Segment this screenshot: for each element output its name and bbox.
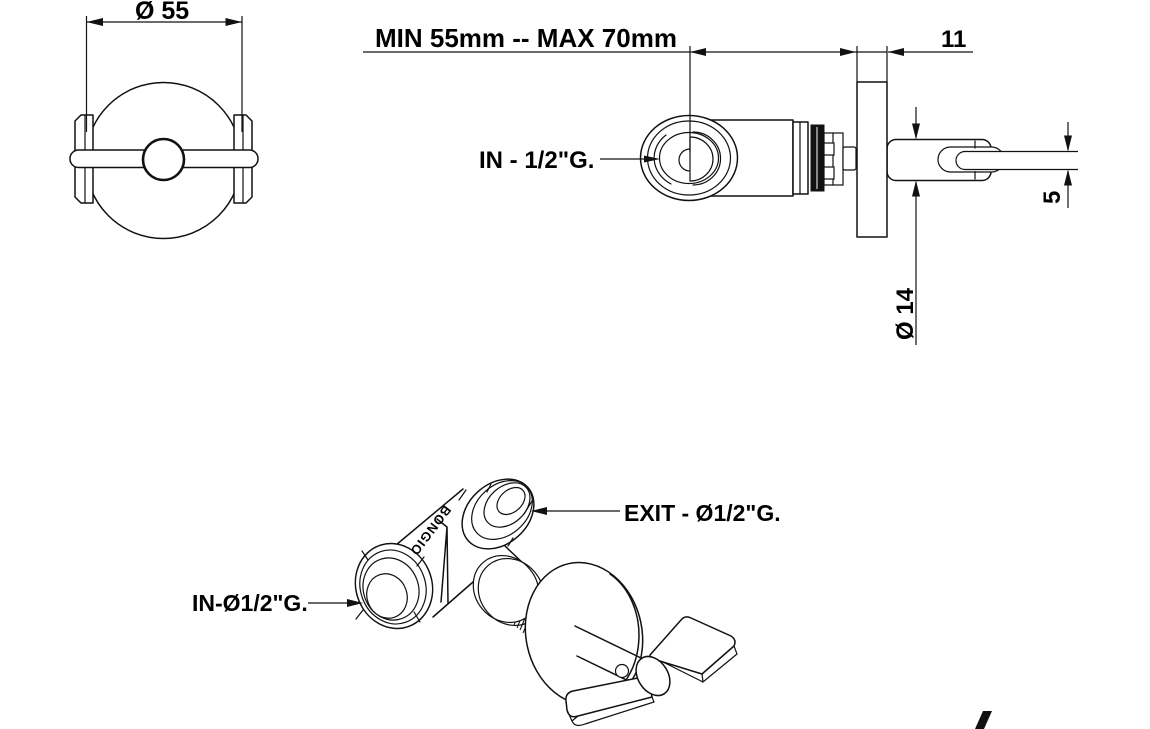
arrowhead <box>912 180 920 197</box>
port-bevel-arc <box>692 131 722 186</box>
inlet-thread-arc <box>653 134 672 185</box>
inlet-label-side: IN - 1/2"G. <box>479 147 594 174</box>
exit-nut-facets <box>458 483 533 547</box>
wing-lower-thickness <box>566 696 655 727</box>
wall-plate <box>856 81 888 238</box>
exit-nut-mid <box>471 480 533 540</box>
wing-upper-thickness <box>662 645 738 684</box>
front-view: Ø 55 <box>69 0 259 240</box>
inlet-label-iso: IN-Ø1/2"G. <box>192 590 308 616</box>
side-view: MIN 55mm -- MAX 70mm 11 IN - 1/2"G. Ø 14… <box>363 23 1078 345</box>
partial-logo-mark <box>975 711 992 729</box>
adjuster-lug-bottom <box>823 166 835 180</box>
arrowhead <box>888 48 904 56</box>
body-edge-upper <box>395 488 464 546</box>
arrowhead <box>912 123 920 140</box>
arrowhead <box>531 507 547 515</box>
inlet-nut-facets <box>355 550 425 623</box>
dim-depth-range-text: MIN 55mm -- MAX 70mm <box>375 23 677 53</box>
arrowhead <box>1064 135 1072 152</box>
dim-stem-diameter-text: Ø 14 <box>892 287 919 340</box>
arrowhead <box>644 155 660 163</box>
handle-boss <box>635 655 671 697</box>
arrowhead-left <box>86 18 103 26</box>
arrowhead <box>690 48 706 56</box>
port-half-disc <box>689 136 714 182</box>
exit-opening <box>496 486 526 516</box>
arrowhead <box>1064 169 1072 186</box>
port-small-arc <box>678 148 691 172</box>
dim-flange-diameter-text: Ø 55 <box>135 0 189 25</box>
exit-nut-inner <box>483 482 531 528</box>
inlet-ring-inner <box>658 131 720 185</box>
arrowhead-right <box>225 18 242 26</box>
handle-bar-side <box>955 150 1078 171</box>
body-crease <box>436 518 449 604</box>
stem-stub <box>842 146 857 171</box>
isometric-view: BONGIO EXIT - Ø1/2"G. IN-Ø1/2"G. <box>192 478 781 727</box>
hub-screw-knob <box>614 663 630 679</box>
dim-wall-width-text: 11 <box>941 26 966 53</box>
dim-bar-thickness-text: 5 <box>1039 191 1066 204</box>
adjuster-lug-top <box>823 142 835 156</box>
arrowhead <box>347 599 363 607</box>
exit-label-iso: EXIT - Ø1/2"G. <box>624 500 781 526</box>
stem-circle <box>141 137 186 182</box>
inlet-opening <box>366 573 408 619</box>
arrowhead <box>840 48 856 56</box>
